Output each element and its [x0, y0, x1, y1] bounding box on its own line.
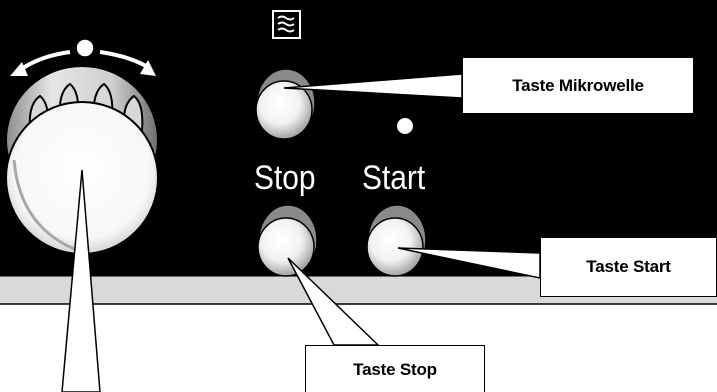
stop-label: Stop — [254, 161, 316, 195]
callout-start-button: Taste Start — [540, 237, 717, 297]
microwave-button[interactable] — [256, 69, 315, 139]
indicator-dot-icon — [397, 118, 413, 134]
microwave-waves-icon — [273, 11, 300, 38]
start-button[interactable] — [367, 205, 426, 276]
start-label: Start — [362, 161, 425, 195]
callout-stop-button: Taste Stop — [305, 345, 485, 392]
stop-button[interactable] — [258, 205, 317, 276]
callout-microwave-button: Taste Mikrowelle — [462, 57, 694, 114]
